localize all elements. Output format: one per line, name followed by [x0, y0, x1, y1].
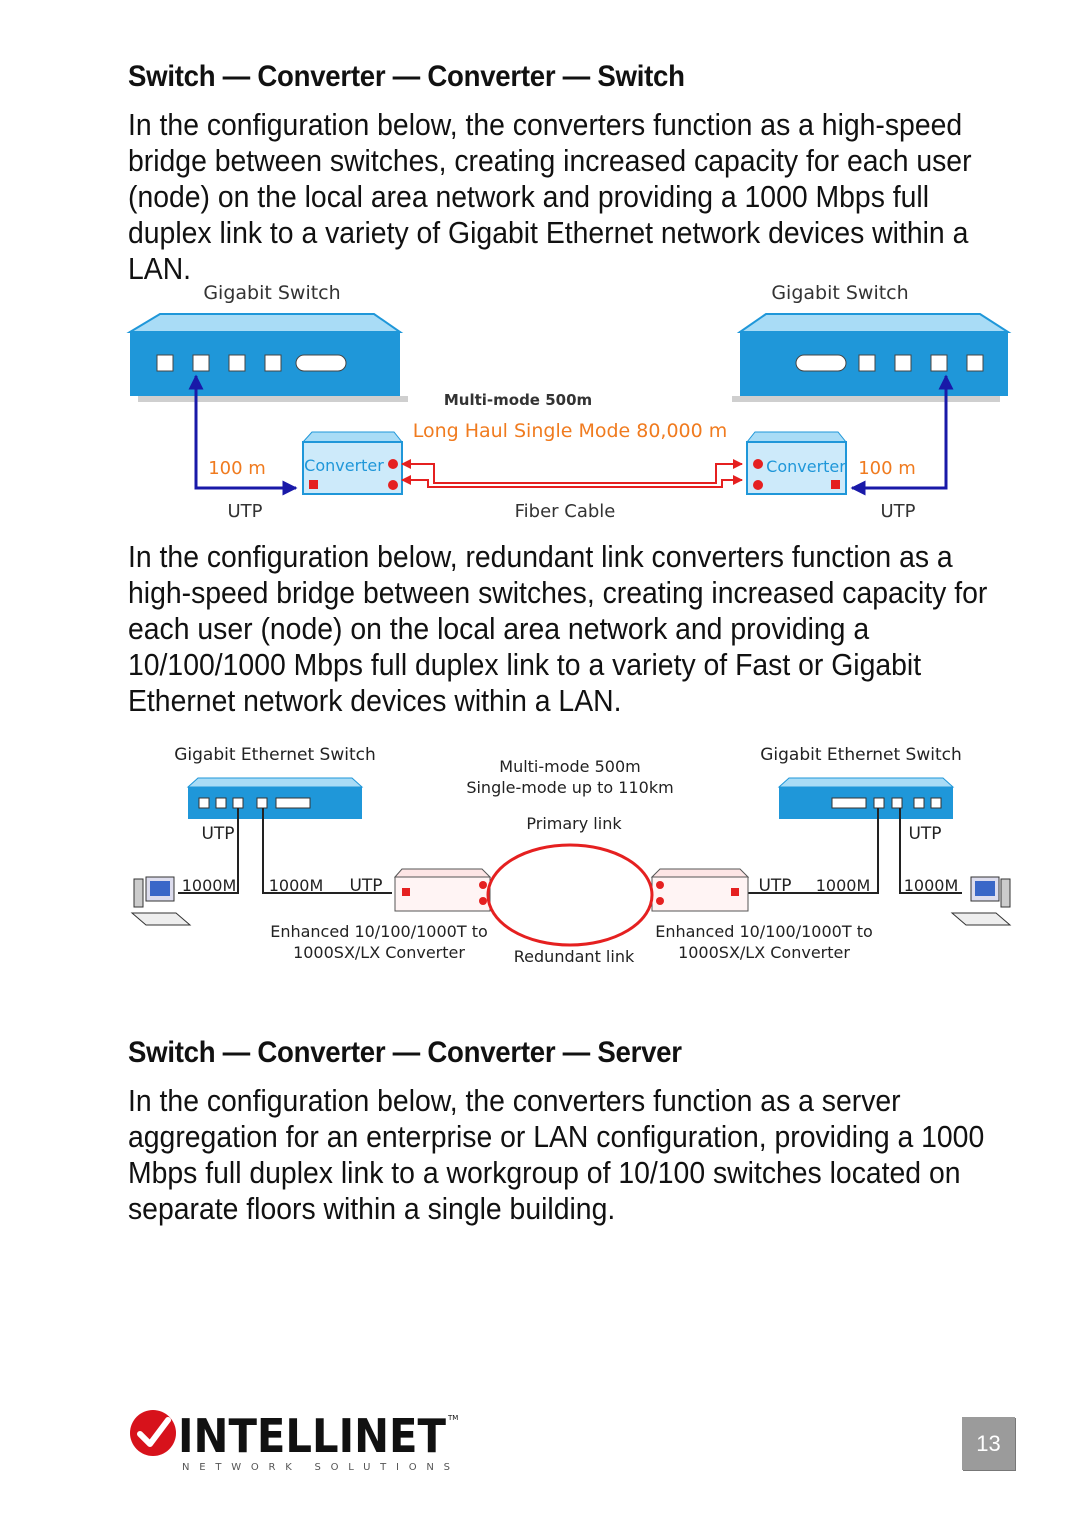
right-converter-label: Converter — [766, 457, 846, 476]
right-1000m-a: 1000M — [816, 876, 871, 895]
right-cable-label: UTP — [880, 501, 915, 522]
right-enhanced-converter — [650, 868, 750, 912]
right-computer-icon — [950, 876, 1012, 926]
diagram-redundant-link: Gigabit Ethernet Switch Gigabit Ethernet… — [130, 745, 1012, 966]
left-cable-label: UTP — [227, 501, 262, 522]
section-paragraph-2: In the configuration below, redundant li… — [128, 539, 988, 718]
section-paragraph-1: In the configuration below, the converte… — [128, 107, 972, 286]
right-converter-wire — [748, 808, 879, 894]
checkmark-icon — [130, 1410, 176, 1456]
fiber-link-top — [401, 459, 743, 484]
left-utp-link — [188, 374, 298, 496]
right-1000m-b: 1000M — [904, 876, 959, 895]
section-paragraph-3: In the configuration below, the converte… — [128, 1083, 985, 1226]
section-heading-switch-server: Switch — Converter — Converter — Server — [128, 1036, 682, 1069]
redundant-fiber-ring — [486, 843, 654, 947]
intellinet-logo: INTELLINET TM NETWORK SOLUTIONS — [130, 1409, 458, 1473]
trademark: TM — [447, 1414, 458, 1422]
multimode-label-2: Multi-mode 500m — [499, 757, 640, 776]
left-utp-top: UTP — [201, 824, 234, 844]
single-mode-label: Long Haul Single Mode 80,000 m — [413, 420, 728, 442]
left-enhanced-converter — [393, 868, 492, 912]
center-cable-label: Fiber Cable — [515, 501, 616, 522]
left-converter-desc-2: 1000SX/LX Converter — [293, 943, 465, 962]
right-pc-wire — [899, 808, 962, 894]
left-gigabit-switch — [126, 313, 408, 402]
page-number: 13 — [962, 1417, 1015, 1470]
left-pc-wire — [178, 808, 239, 894]
right-converter — [745, 431, 848, 495]
fiber-link-bottom — [401, 475, 743, 488]
right-converter-desc-2: 1000SX/LX Converter — [678, 943, 850, 962]
left-1000m-a: 1000M — [182, 876, 237, 895]
left-distance-label: 100 m — [208, 458, 266, 479]
right-ge-switch-label: Gigabit Ethernet Switch — [760, 745, 962, 765]
right-utp-link — [850, 374, 954, 496]
right-converter-desc-1: Enhanced 10/100/1000T to — [655, 922, 873, 941]
left-ge-switch — [186, 777, 364, 819]
right-distance-label: 100 m — [858, 458, 916, 479]
left-ge-switch-label: Gigabit Ethernet Switch — [174, 745, 376, 765]
left-1000m-b: 1000M — [269, 876, 324, 895]
left-computer-icon — [130, 876, 192, 926]
right-ge-switch — [777, 777, 955, 819]
section-heading-switch-switch: Switch — Converter — Converter — Switch — [128, 60, 685, 93]
right-gigabit-switch — [732, 313, 1012, 402]
left-converter-desc-1: Enhanced 10/100/1000T to — [270, 922, 488, 941]
diagram-switch-converter-switch: Gigabit Switch Gigabit Switch Multi-mode… — [126, 282, 1012, 522]
right-utp-top: UTP — [908, 824, 941, 844]
right-switch-label: Gigabit Switch — [771, 282, 908, 304]
brand-wordmark: INTELLINET — [178, 1409, 447, 1463]
primary-link-label: Primary link — [526, 814, 622, 833]
left-converter-wire — [262, 808, 392, 894]
left-converter-label: Converter — [304, 456, 384, 475]
redundant-link-label: Redundant link — [514, 947, 635, 966]
single-mode-label-2: Single-mode up to 110km — [466, 778, 673, 797]
left-switch-label: Gigabit Switch — [203, 282, 340, 304]
brand-tagline: NETWORK SOLUTIONS — [182, 1462, 450, 1473]
left-utp-bottom: UTP — [349, 876, 382, 896]
left-converter — [301, 431, 404, 495]
right-utp-bottom: UTP — [758, 876, 791, 896]
multimode-label: Multi-mode 500m — [444, 391, 592, 409]
